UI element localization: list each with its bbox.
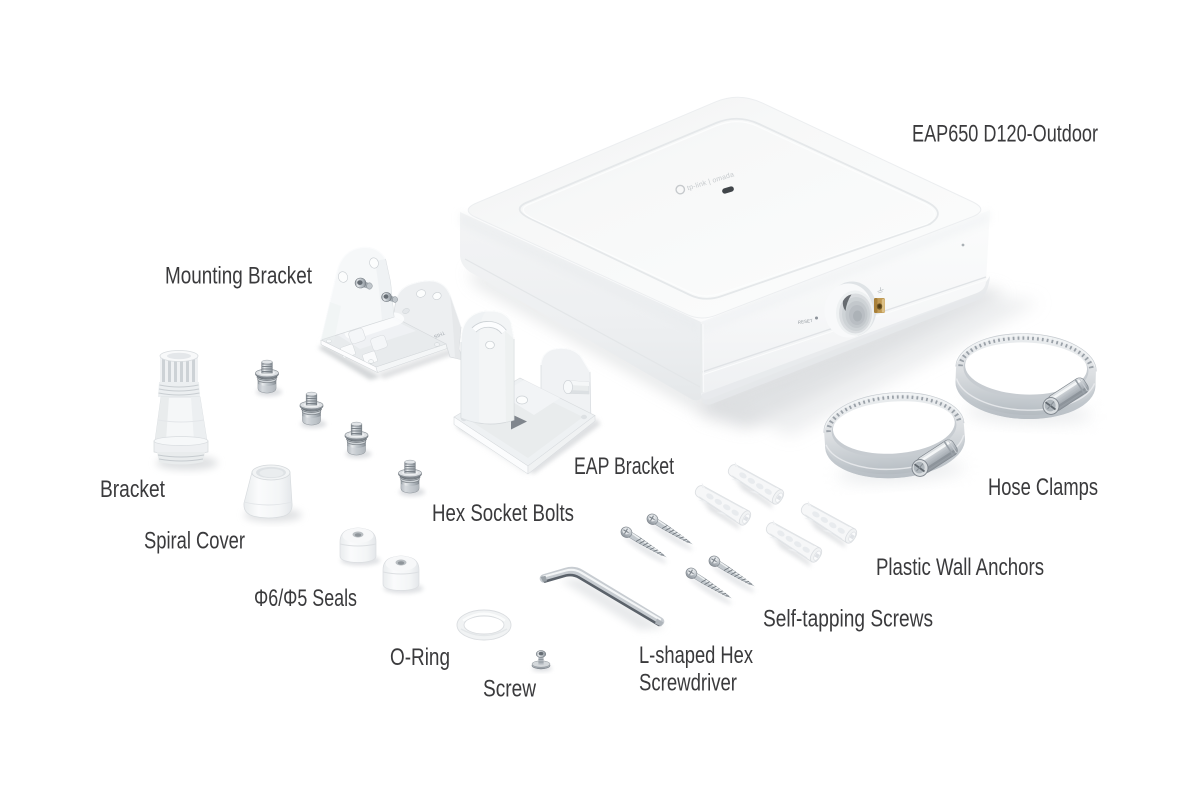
svg-text:Self-tapping Screws: Self-tapping Screws [763, 606, 933, 633]
svg-text:Φ6/Φ5 Seals: Φ6/Φ5 Seals [254, 585, 357, 612]
svg-text:Mounting Bracket: Mounting Bracket [165, 263, 312, 290]
svg-text:Plastic Wall Anchors: Plastic Wall Anchors [876, 554, 1044, 581]
svg-text:Hex Socket Bolts: Hex Socket Bolts [432, 500, 574, 527]
svg-text:Screwdriver: Screwdriver [639, 670, 737, 697]
svg-text:Screw: Screw [483, 676, 537, 703]
svg-text:Bracket: Bracket [100, 476, 165, 503]
svg-text:RESET: RESET [797, 318, 813, 325]
svg-text:Spiral Cover: Spiral Cover [144, 528, 245, 555]
svg-text:O-Ring: O-Ring [390, 644, 450, 671]
svg-text:EAP650 D120-Outdoor: EAP650 D120-Outdoor [912, 121, 1098, 148]
svg-text:EAP Bracket: EAP Bracket [574, 453, 674, 480]
svg-text:Hose Clamps: Hose Clamps [988, 474, 1098, 501]
svg-text:L-shaped Hex: L-shaped Hex [639, 642, 753, 669]
